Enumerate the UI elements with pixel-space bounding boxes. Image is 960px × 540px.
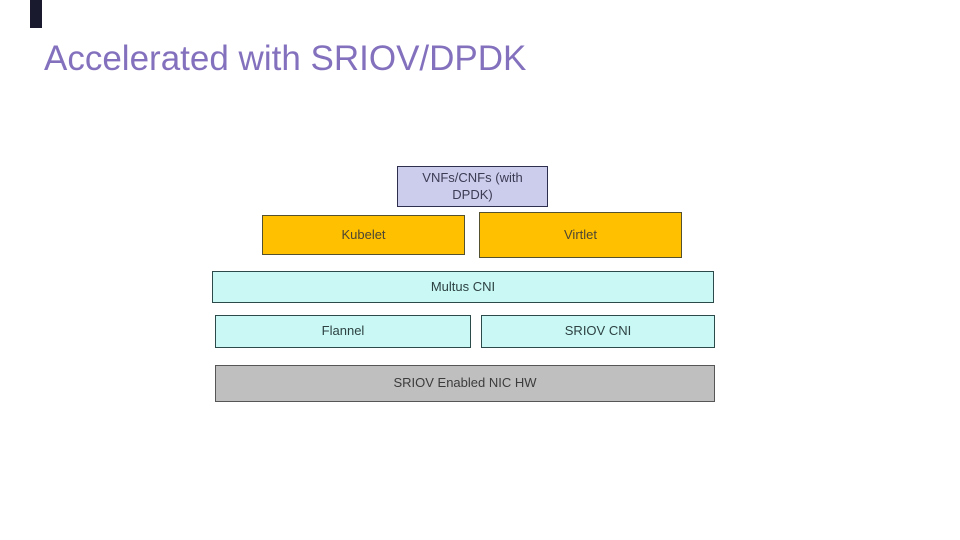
slide-title: Accelerated with SRIOV/DPDK xyxy=(44,39,527,78)
box-sriov-enabled-nic-hw: SRIOV Enabled NIC HW xyxy=(215,365,715,402)
box-sriov-cni: SRIOV CNI xyxy=(481,315,715,348)
slide-accent-bar xyxy=(30,0,42,28)
box-sriov-enabled-nic-hw-label: SRIOV Enabled NIC HW xyxy=(393,375,537,391)
box-kubelet: Kubelet xyxy=(262,215,465,255)
box-virtlet-label: Virtlet xyxy=(564,226,597,242)
box-flannel-label: Flannel xyxy=(321,323,365,339)
box-vnfs-cnfs-label: VNFs/CNFs (with DPDK) xyxy=(422,169,523,202)
box-vnfs-cnfs: VNFs/CNFs (with DPDK) xyxy=(397,166,548,207)
box-multus-cni-label: Multus CNI xyxy=(430,278,496,294)
box-kubelet-label: Kubelet xyxy=(341,226,386,242)
box-virtlet: Virtlet xyxy=(479,212,682,258)
box-multus-cni: Multus CNI xyxy=(212,271,714,303)
box-flannel: Flannel xyxy=(215,315,471,348)
box-sriov-cni-label: SRIOV CNI xyxy=(564,323,632,339)
